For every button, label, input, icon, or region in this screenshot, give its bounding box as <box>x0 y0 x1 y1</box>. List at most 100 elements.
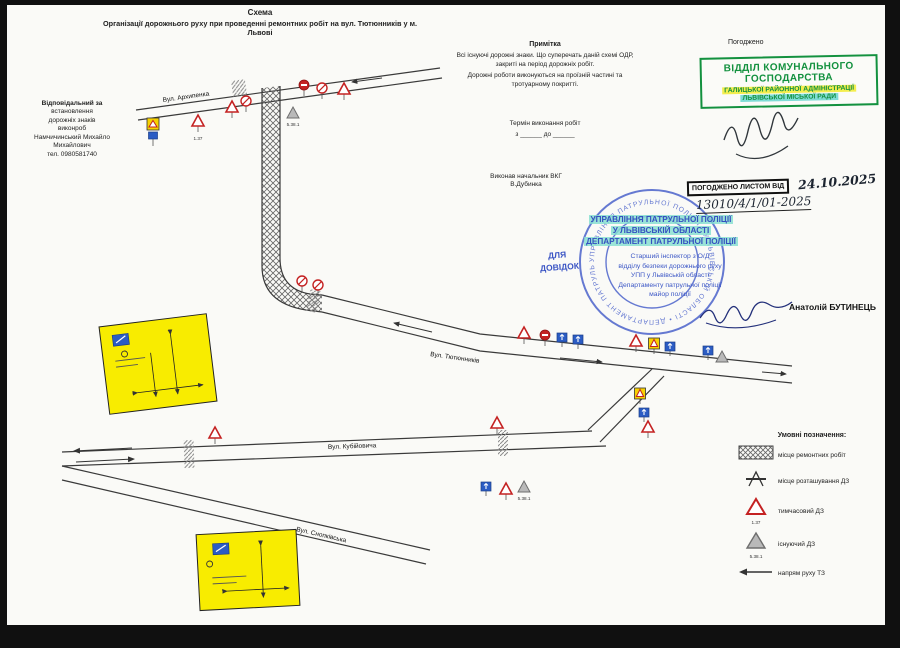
temporary-sign-icon <box>634 387 646 405</box>
police-stamp-side-line1: ДЛЯ <box>547 249 567 261</box>
legend-label: місце розташування ДЗ <box>778 477 850 485</box>
responsible-line: дорожніх знаків <box>48 116 96 124</box>
term-value: з ______ до ______ <box>515 131 575 139</box>
executor-line1: Виконав начальник ВКГ <box>490 173 562 180</box>
sign-code-5381: 5.38.1 <box>287 122 300 127</box>
direction-arrow-icon <box>734 564 778 582</box>
legend-label: тимчасовий ДЗ <box>778 507 824 515</box>
road-snopkivska <box>61 465 431 565</box>
responsible-line: Відповідальний за <box>41 100 103 107</box>
sign-cluster-connector <box>634 387 655 439</box>
direction-arrow <box>761 370 787 377</box>
legend-label: місце ремонтних робіт <box>778 451 846 459</box>
existing-sign-icon <box>286 106 300 119</box>
no-entry-sign-icon <box>539 329 551 347</box>
legend: Умовні позначення: місце ремонтних робіт… <box>734 432 885 587</box>
green-stamp: ВІДДІЛ КОМУНАЛЬНОГО ГОСПОДАРСТВА ГАЛИЦЬК… <box>699 54 879 109</box>
police-stamp-header: УПРАВЛІННЯ ПАТРУЛЬНОЇ ПОЛІЦІЇ У ЛЬВІВСЬК… <box>548 214 774 247</box>
legend-row-direction: напрям руху ТЗ <box>734 564 885 582</box>
police-header-line3: ДЕПАРТАМЕНТ ПАТРУЛЬНОЇ ПОЛІЦІЇ <box>584 237 738 247</box>
police-officer-name: Анатолій БУТИНЕЦЬ <box>789 302 876 312</box>
roadworks-triangle-icon <box>208 426 222 445</box>
legend-code-137: 1.37 <box>751 520 761 525</box>
legend-row-sign-location: місце розташування ДЗ <box>734 470 885 492</box>
pogodzheno-label: Погоджено <box>728 39 764 46</box>
legend-code-5381: 5.38.1 <box>749 553 763 559</box>
sign-code-5381: 5.38.1 <box>518 496 531 501</box>
responsible-block: Відповідальний за встановлення дорожніх … <box>26 100 118 159</box>
roadworks-triangle-icon <box>499 482 513 501</box>
legend-heading: Умовні позначення: <box>777 432 847 439</box>
police-officer-block: Старший інспектор з О/Д відділу безпеки … <box>580 252 760 300</box>
note-line: тротуарному покритті. <box>511 80 579 88</box>
temporary-sign-icon: 1.37 <box>734 497 778 526</box>
green-stamp-signature <box>723 111 799 160</box>
road-kubiyovycha <box>61 430 607 469</box>
sign-stand-icon <box>734 470 778 492</box>
existing-sign-icon: 5.38.1 <box>734 531 778 560</box>
no-entry-sign-icon <box>298 79 310 97</box>
zebra-crossing-curve <box>305 289 322 314</box>
note-line: Дорожні роботи виконуються на проїзній ч… <box>467 72 623 80</box>
green-stamp-line4: ЛЬВІВСЬКОЇ МІСЬКОЇ РАДИ <box>740 92 839 103</box>
roadworks-triangle-icon <box>517 326 531 345</box>
sign-code-137: 1.37 <box>194 136 203 141</box>
title-line1: Схема <box>247 8 273 17</box>
term-heading: Термін виконання робіт <box>509 120 581 127</box>
note-heading: Примітка <box>529 41 561 48</box>
responsible-phone: тел. 0980581740 <box>47 150 97 158</box>
letter-approval-stamp: ПОГОДЖЕНО ЛИСТОМ ВІД <box>686 178 790 197</box>
note-block: Примітка Всі існуючі дорожні знаки. Що с… <box>438 40 652 89</box>
legend-row-repair: місце ремонтних робіт <box>734 445 885 465</box>
street-label-kubiyovycha: Вул. Кубійовича <box>328 441 377 451</box>
legend-row-existing-sign: 5.38.1 існуючий ДЗ <box>734 531 885 560</box>
direction-arrow-left <box>73 447 133 454</box>
legend-label: існуючий ДЗ <box>778 541 816 549</box>
responsible-line: Намчичинський Михайло <box>34 133 110 141</box>
note-line: закриті на період дорожніх робіт. <box>495 60 595 68</box>
direction-arrow <box>393 321 433 333</box>
road-scheme-drawing: Вул. Архипенка Вул. Тютюнників <box>7 5 799 612</box>
direction-arrow <box>559 357 603 365</box>
responsible-line: встановлення <box>51 108 93 116</box>
roadworks-triangle-icon <box>225 100 239 119</box>
title-line2: Організації дорожнього руху при проведен… <box>102 19 417 37</box>
direction-arrow <box>351 77 383 84</box>
sign-cluster-tyutyunnykiv-mid <box>517 326 584 350</box>
info-sign-icon <box>638 407 650 423</box>
officer-line: відділу безпеки дорожнього руху <box>618 262 722 270</box>
officer-line: майор поліції <box>649 291 691 299</box>
scheme-title: Схема Організації дорожнього руху при пр… <box>95 8 425 37</box>
road-arkhypenka <box>135 67 443 121</box>
note-line: Всі існуючі дорожні знаки. Що суперечать… <box>456 52 634 60</box>
repair-area-icon <box>734 445 778 465</box>
street-label-arkhypenka: Вул. Архипенка <box>162 90 210 104</box>
police-header-line1: УПРАВЛІННЯ ПАТРУЛЬНОЇ ПОЛІЦІЇ <box>588 215 734 224</box>
road-tyutyunnykiv <box>321 294 793 384</box>
street-label-tyutyunnykiv: Вул. Тютюнників <box>430 350 481 365</box>
prohibition-sign-icon <box>316 82 328 100</box>
executor-block: Виконав начальник ВКГ В.Дубинка <box>478 173 574 190</box>
officer-line: УПП у Львівській області <box>630 272 710 280</box>
prohibition-sign-icon <box>296 275 308 293</box>
zebra-crossing-kubiyovycha-1 <box>183 439 195 469</box>
info-sign-icon <box>572 334 584 350</box>
info-sign-icon <box>480 481 492 497</box>
officer-line: Департаменту патрульної поліції <box>618 281 722 289</box>
detail-inset-bottom <box>195 528 301 612</box>
police-signature <box>699 301 793 329</box>
officer-line: Старший інспектор з О/Д <box>630 253 710 260</box>
existing-sign-icon <box>517 480 531 493</box>
legend-row-temporary-sign: 1.37 тимчасовий ДЗ <box>734 497 885 526</box>
temp-info-sign <box>146 117 160 146</box>
executor-line2: В.Дубинка <box>510 181 542 189</box>
scan-page: Вул. Архипенка Вул. Тютюнників <box>7 5 885 625</box>
zebra-crossing-kubiyovycha-2 <box>498 430 508 456</box>
info-sign-icon <box>556 332 568 348</box>
sign-cluster-intersection <box>286 79 351 119</box>
roadworks-triangle-icon <box>337 82 351 101</box>
roadworks-triangle-icon <box>191 114 205 133</box>
existing-sign-icon <box>715 350 729 363</box>
sign-cluster-approach <box>146 95 252 146</box>
